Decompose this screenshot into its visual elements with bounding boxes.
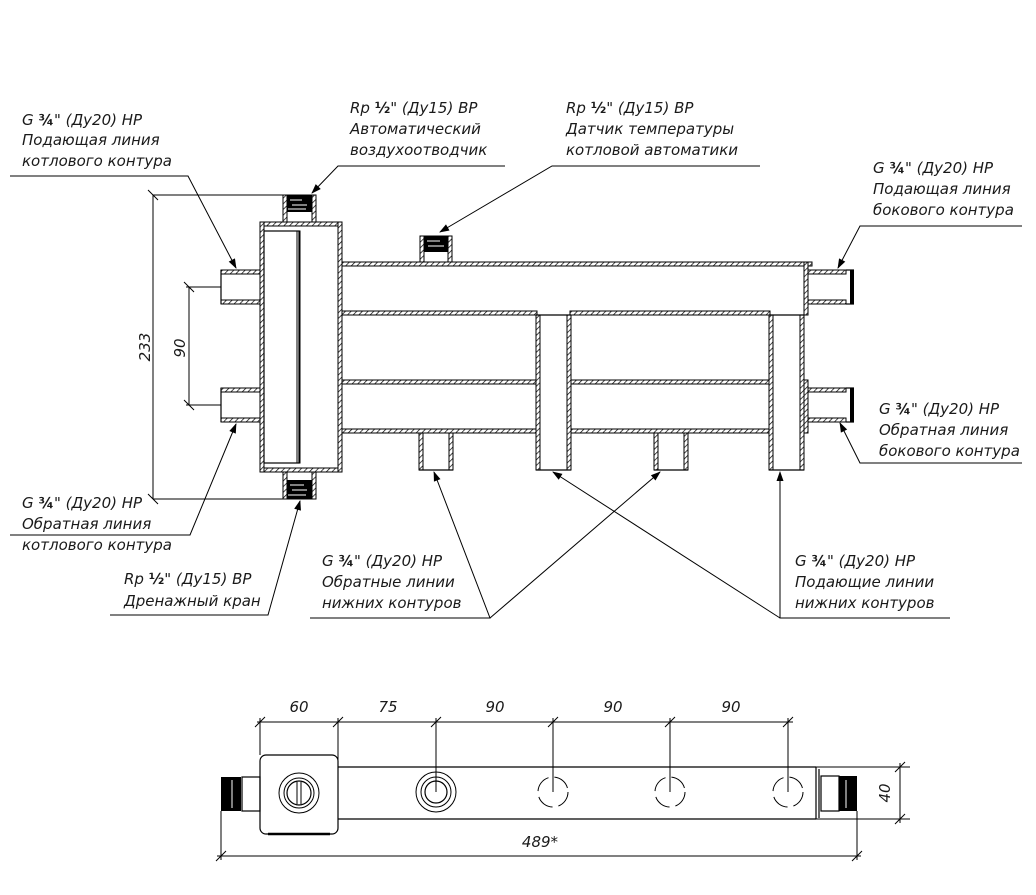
callout-boiler-supply: G ¾" (Ду20) НР Подающая линия котлового … xyxy=(22,111,172,170)
callout-side-supply: G ¾" (Ду20) НР Подающая линия бокового к… xyxy=(873,159,1014,219)
svg-text:Подающая линия: Подающая линия xyxy=(22,131,160,149)
hidden-port-2 xyxy=(654,776,686,808)
leader-lines xyxy=(10,165,1022,619)
drain-port xyxy=(282,471,317,500)
section-view: 233 90 G ¾" (Ду20) НР П xyxy=(10,99,1022,619)
callout-boiler-return: G ¾" (Ду20) НР Обратная линия котлового … xyxy=(22,494,172,554)
svg-text:Обратные линии: Обратные линии xyxy=(322,573,455,591)
return-stub-2 xyxy=(653,432,689,471)
dim-489: 489* xyxy=(522,833,559,851)
dim-90-c: 90 xyxy=(721,698,740,716)
dimension-overall-length: 489* xyxy=(215,811,863,862)
separator-block xyxy=(259,754,339,835)
callout-drain-valve: Rp ½" (Ду15) ВР Дренажный кран xyxy=(123,570,261,610)
svg-text:G ¾" (Ду20) НР: G ¾" (Ду20) НР xyxy=(873,159,994,177)
side-supply-port xyxy=(807,269,854,305)
side-supply-riser-cap xyxy=(803,379,809,434)
svg-text:Подающая линия: Подающая линия xyxy=(873,180,1011,198)
callout-temp-sensor: Rp ½" (Ду15) ВР Датчик температуры котло… xyxy=(565,99,738,159)
dimension-height: 233 xyxy=(136,189,283,505)
side-return-port xyxy=(807,387,854,423)
svg-text:G ¾" (Ду20) НР: G ¾" (Ду20) НР xyxy=(795,552,916,570)
dim-90-b: 90 xyxy=(603,698,622,716)
svg-text:Rp ½" (Ду15) ВР: Rp ½" (Ду15) ВР xyxy=(350,99,478,117)
svg-text:G ¾" (Ду20) НР: G ¾" (Ду20) НР xyxy=(22,494,143,512)
right-thread xyxy=(839,776,857,811)
separator-body xyxy=(259,221,343,473)
svg-text:G ¾" (Ду20) НР: G ¾" (Ду20) НР xyxy=(22,111,143,129)
svg-text:воздухоотводчик: воздухоотводчик xyxy=(350,141,487,159)
svg-text:котловой автоматики: котловой автоматики xyxy=(566,141,738,159)
svg-text:Обратная линия: Обратная линия xyxy=(22,515,151,533)
dim-90-a: 90 xyxy=(485,698,504,716)
temp-sensor-port xyxy=(419,235,453,263)
manifold-pipes xyxy=(341,261,813,434)
dimension-233-label: 233 xyxy=(136,333,154,362)
dimension-boiler-spacing: 90 xyxy=(171,281,221,411)
dim-60: 60 xyxy=(289,698,308,716)
dimension-90-label: 90 xyxy=(171,338,189,357)
callout-lower-supplies: G ¾" (Ду20) НР Подающие линии нижних кон… xyxy=(795,552,935,612)
dimension-depth: 40 xyxy=(816,761,910,825)
svg-text:G ¾" (Ду20) НР: G ¾" (Ду20) НР xyxy=(879,400,1000,418)
svg-text:Дренажный кран: Дренажный кран xyxy=(123,592,261,610)
dimension-chain-top: 60 75 90 90 90 xyxy=(254,698,794,792)
svg-text:Автоматический: Автоматический xyxy=(349,120,481,138)
plan-view: 60 75 90 90 90 489* 40 xyxy=(215,698,910,862)
svg-text:котлового контура: котлового контура xyxy=(22,536,172,554)
return-stub-1 xyxy=(418,432,454,471)
svg-text:Rp ½" (Ду15) ВР: Rp ½" (Ду15) ВР xyxy=(124,570,252,588)
callout-air-vent: Rp ½" (Ду15) ВР Автоматический воздухоот… xyxy=(349,99,487,159)
svg-text:Обратная линия: Обратная линия xyxy=(879,421,1008,439)
svg-text:котлового контура: котлового контура xyxy=(22,152,172,170)
svg-text:бокового контура: бокового контура xyxy=(879,442,1020,460)
callout-side-return: G ¾" (Ду20) НР Обратная линия бокового к… xyxy=(879,400,1020,460)
boiler-supply-port xyxy=(220,269,261,305)
supply-riser-2 xyxy=(768,314,805,471)
supply-riser-1 xyxy=(535,314,572,471)
boiler-return-port xyxy=(220,387,261,423)
svg-text:бокового контура: бокового контура xyxy=(873,201,1014,219)
svg-text:Датчик температуры: Датчик температуры xyxy=(565,120,734,138)
svg-text:Подающие линии: Подающие линии xyxy=(795,573,934,591)
svg-text:G ¾" (Ду20) НР: G ¾" (Ду20) НР xyxy=(322,552,443,570)
hidden-port-1 xyxy=(537,776,569,808)
drain-fitting-plan xyxy=(278,772,320,814)
svg-text:нижних контуров: нижних контуров xyxy=(795,594,935,612)
dim-40: 40 xyxy=(876,783,894,802)
hidden-port-3 xyxy=(772,776,804,808)
svg-text:нижних контуров: нижних контуров xyxy=(322,594,462,612)
svg-text:Rp ½" (Ду15) ВР: Rp ½" (Ду15) ВР xyxy=(566,99,694,117)
dim-75: 75 xyxy=(378,698,397,716)
air-vent-port xyxy=(282,194,317,223)
left-thread xyxy=(221,777,241,811)
callout-lower-returns: G ¾" (Ду20) НР Обратные линии нижних кон… xyxy=(322,552,462,612)
